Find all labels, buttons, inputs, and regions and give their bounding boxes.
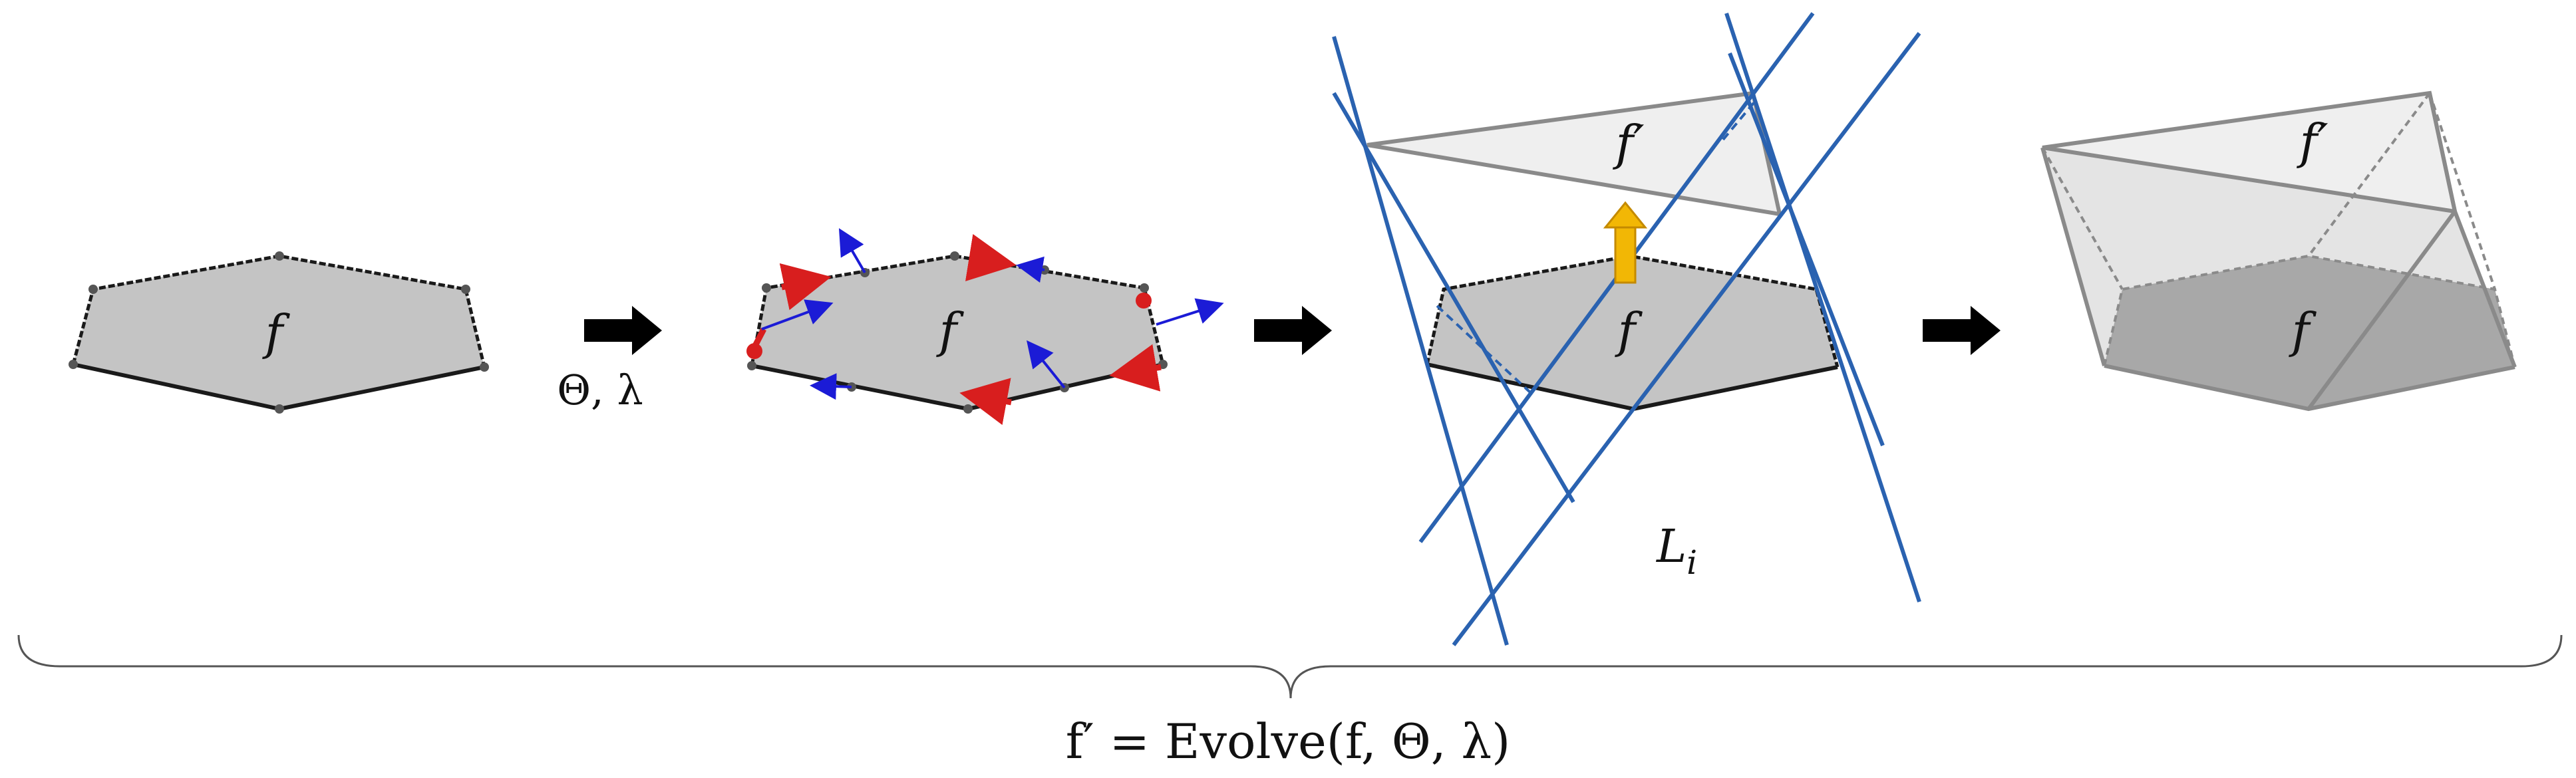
formula: f′ = Evolve(f, Θ, λ) (1066, 713, 1510, 769)
evolved-face (1367, 90, 1782, 217)
panel-vector-field: f (746, 228, 1224, 426)
face-f (1427, 256, 1838, 409)
step1-params: Θ, λ (557, 366, 643, 414)
red-vectors (752, 233, 1162, 426)
red-vertex-dots (746, 293, 1152, 359)
face-vertices (69, 251, 489, 414)
face-f (73, 256, 484, 409)
blue-vectors (761, 228, 1224, 400)
right-arrow-icon (584, 306, 662, 355)
face-f (752, 256, 1163, 409)
prism-hidden-edges (2041, 92, 2516, 368)
evolved-face-label: f′ (2297, 114, 2329, 170)
panel-line-intersection: f f′ Li (1332, 12, 1921, 646)
prism-top-face (2042, 93, 2455, 211)
right-arrow-icon (1923, 306, 2001, 355)
right-arrow-icon (1254, 306, 1332, 355)
panel-prism: f f′ (2040, 90, 2517, 412)
lines-label: Li (1655, 521, 1697, 582)
face-f (2104, 256, 2515, 409)
hidden-line-segments (1436, 98, 1758, 394)
underbrace (17, 634, 2563, 699)
evolved-face-label: f′ (1613, 115, 1645, 171)
prism-visible-edges (2040, 90, 2517, 412)
panel-input-face: f (69, 251, 489, 414)
up-arrow-icon (1603, 201, 1648, 284)
